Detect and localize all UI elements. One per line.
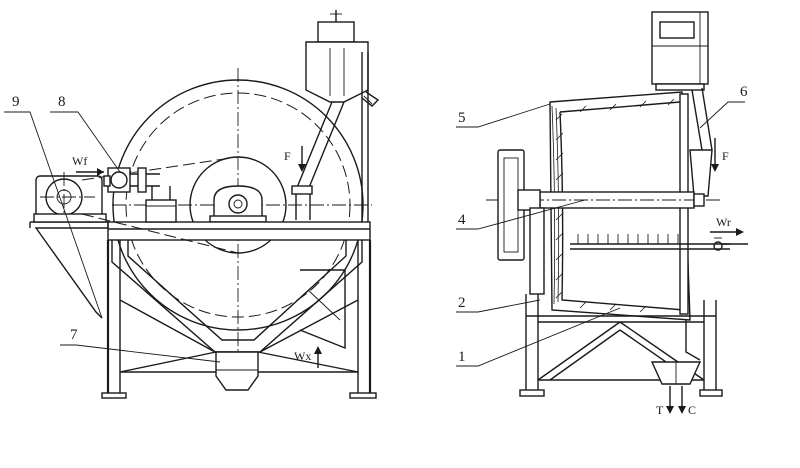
feed-pipe-left <box>295 101 333 191</box>
wr-arrow-head <box>736 228 744 236</box>
label-1: 1 <box>458 349 466 365</box>
label-4: 4 <box>458 212 466 228</box>
wf-arrow-head <box>97 168 104 176</box>
leader-4 <box>456 199 586 230</box>
shell-hatching <box>555 98 675 313</box>
feed-flange <box>103 175 111 187</box>
concentrate-box-diag <box>307 289 341 321</box>
label-wx: Wx <box>294 349 311 363</box>
f-arrow-head-right <box>711 164 719 172</box>
shell-inner-line <box>559 111 685 311</box>
belt-lower <box>81 213 239 254</box>
drum-inner-dashed-circle <box>125 92 351 318</box>
shaft-hole <box>233 199 243 209</box>
feed-hopper-top <box>317 21 355 43</box>
leader-8 <box>50 111 121 173</box>
right-view-foot-right <box>699 389 723 397</box>
feed-pipe-clamp <box>137 167 147 193</box>
chute-line-b <box>701 87 713 151</box>
label-t: T <box>656 403 664 417</box>
label-2: 2 <box>458 295 466 311</box>
leader-5 <box>456 103 551 128</box>
t-arrow-head <box>666 406 674 414</box>
left-foot <box>101 392 127 399</box>
label-wf: Wf <box>72 154 87 168</box>
leader-1 <box>456 307 621 367</box>
drum-section-outer <box>549 91 691 321</box>
feed-pipe-flange <box>291 185 313 195</box>
label-7: 7 <box>70 327 78 343</box>
leader-7 <box>60 344 221 363</box>
tank-top-frame <box>107 221 371 241</box>
label-wr: Wr <box>716 215 731 229</box>
label-f-left: F <box>284 149 291 163</box>
top-drive-inner <box>659 21 695 39</box>
right-view-foot-left <box>519 389 545 397</box>
label-6: 6 <box>740 84 748 100</box>
left-view: 9 8 7 Wf F Wx <box>4 10 380 399</box>
tank-hopper <box>111 240 363 353</box>
tank-hopper-inner <box>127 240 347 341</box>
shell-top-line <box>559 101 681 113</box>
feed-valve <box>110 171 128 189</box>
leader-6 <box>699 101 745 129</box>
frame-brace-a <box>537 321 621 381</box>
c-arrow-head <box>678 406 686 414</box>
wx-arrow-head <box>314 346 322 354</box>
f-arrow-head-left <box>298 164 306 172</box>
water-nozzle <box>361 91 380 107</box>
drum-outer-circle <box>112 79 364 331</box>
label-c: C <box>688 403 696 417</box>
support-stand <box>145 199 177 223</box>
motor-base <box>33 213 107 223</box>
label-5: 5 <box>458 110 466 126</box>
right-foot <box>349 392 377 399</box>
feed-pipe-right <box>307 101 345 191</box>
brace-left-lower <box>119 351 217 373</box>
tailings-outlet <box>215 351 259 391</box>
right-view: 5 6 4 2 1 F Wr T C <box>456 11 748 417</box>
leader-2 <box>456 299 541 313</box>
chute-line-a <box>691 89 703 151</box>
label-8: 8 <box>58 94 66 110</box>
shaft-end <box>693 193 705 207</box>
shaft-circle <box>228 194 248 214</box>
label-f-right: F <box>722 149 729 163</box>
label-9: 9 <box>12 94 20 110</box>
brace-right-lower <box>257 351 359 373</box>
brace-left-upper <box>119 299 216 353</box>
spray-valve <box>713 241 723 251</box>
bearing-base <box>209 215 267 223</box>
motor-platform-bracket <box>30 221 109 319</box>
tail-chute <box>685 320 701 361</box>
frame-brace-c <box>549 329 621 381</box>
spray-nozzles <box>577 234 679 244</box>
leader-9 <box>4 111 103 319</box>
top-drive-base <box>655 83 705 91</box>
feed-hopper-body <box>305 41 369 103</box>
brace-right-upper <box>259 299 359 353</box>
left-column-upper <box>529 207 545 295</box>
concentrate-box <box>299 269 346 350</box>
feed-chute-6 <box>689 149 713 197</box>
pulley-hub <box>517 189 541 211</box>
bearing-housing <box>213 185 263 219</box>
